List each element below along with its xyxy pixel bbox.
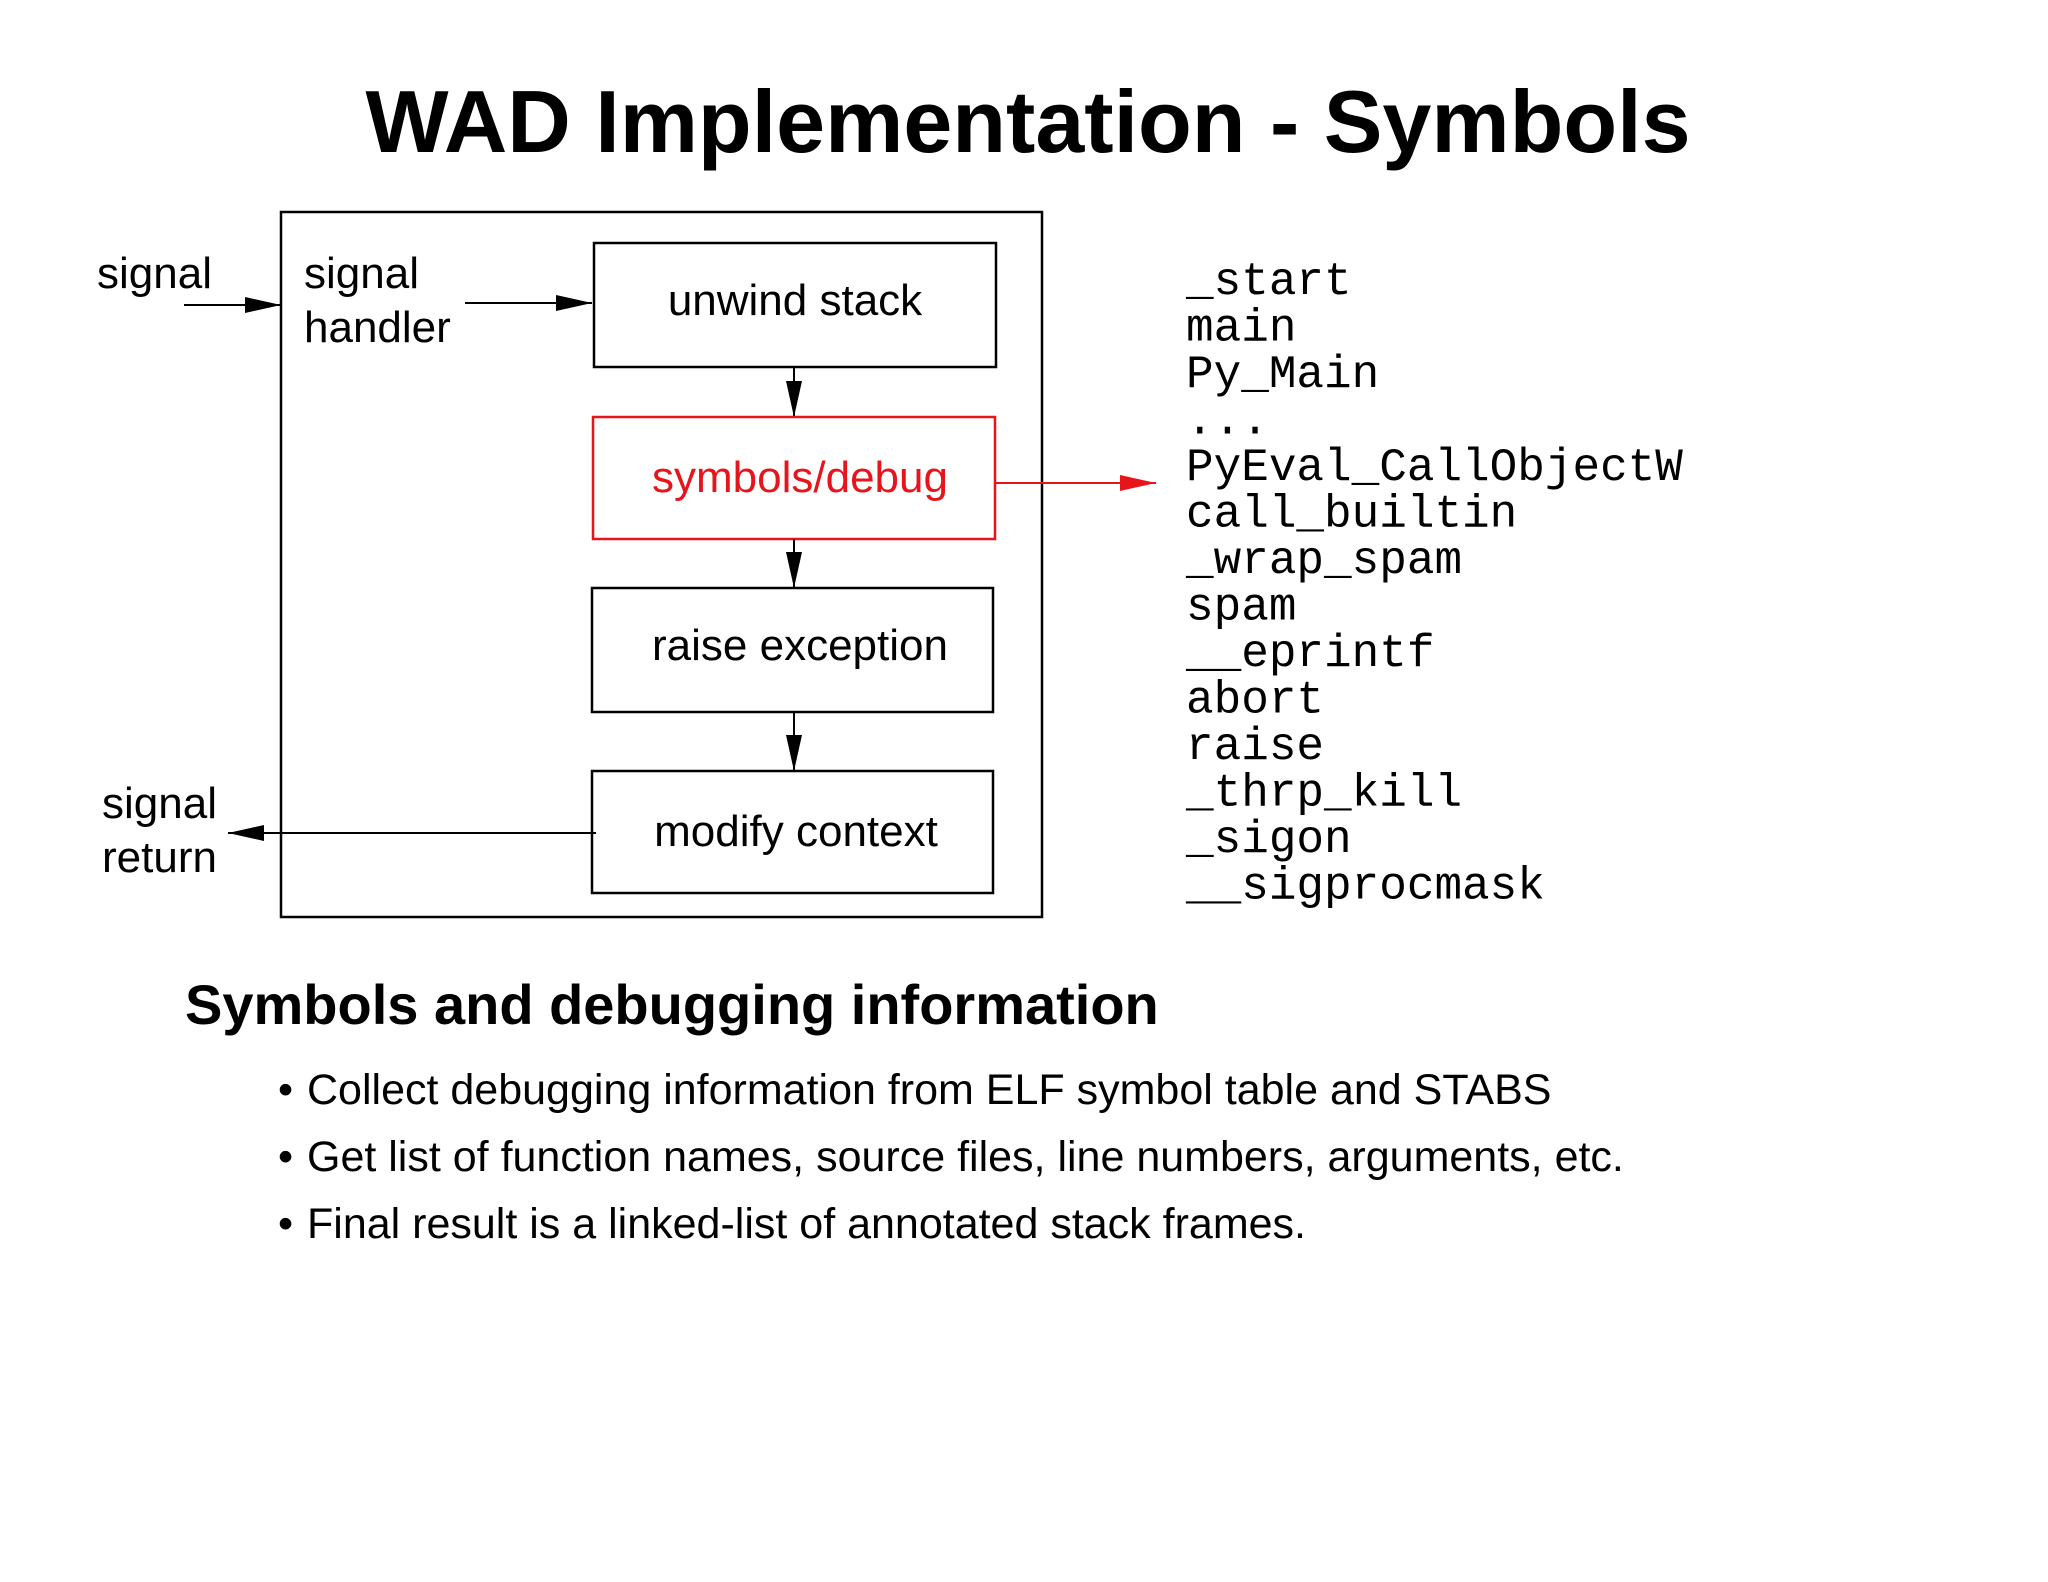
raise-exception-box	[590, 586, 995, 714]
signal-in-label: signal	[97, 249, 212, 298]
symbol-list-item: PyEval_CallObjectW	[1186, 442, 1683, 494]
symbol-list-item: __sigprocmask	[1185, 861, 1545, 913]
symbol-list-item: abort	[1186, 675, 1324, 727]
symbol-list-item: spam	[1186, 582, 1296, 634]
bullet-text: Final result is a linked-list of annotat…	[307, 1200, 1306, 1248]
signal-handler-label-2: handler	[304, 303, 451, 352]
symbol-list-item: Py_Main	[1186, 349, 1379, 401]
symbols-debug-label: symbols/debug	[652, 453, 948, 502]
symbol-list-item: _start	[1185, 256, 1352, 308]
symbol-list: _startmainPy_Main...PyEval_CallObjectWca…	[1185, 256, 1683, 913]
signal-return-label-2: return	[102, 833, 217, 882]
bullet-text: Get list of function names, source files…	[307, 1133, 1624, 1181]
symbol-list-item: main	[1186, 303, 1296, 355]
symbol-list-item: _sigon	[1185, 814, 1352, 866]
unwind-stack-label: unwind stack	[668, 276, 923, 325]
symbol-list-item: _wrap_spam	[1185, 535, 1462, 587]
signal-handler-label-1: signal	[304, 249, 419, 298]
slide-title: WAD Implementation - Symbols	[365, 72, 1691, 171]
symbol-list-item: raise	[1186, 721, 1324, 773]
signal-handler-container	[279, 210, 1044, 919]
raise-exception-label: raise exception	[652, 621, 948, 670]
modify-context-label: modify context	[654, 807, 938, 856]
symbol-list-item: _thrp_kill	[1185, 768, 1462, 820]
symbol-list-item: __eprintf	[1185, 628, 1434, 680]
signal-return-label-1: signal	[102, 779, 217, 828]
bullet-item: •Final result is a linked-list of annota…	[278, 1200, 1306, 1248]
bullet-item: •Get list of function names, source file…	[278, 1133, 1624, 1181]
symbol-list-item: ...	[1186, 396, 1269, 448]
section-heading: Symbols and debugging information	[185, 973, 1159, 1036]
symbol-list-item: call_builtin	[1186, 489, 1517, 541]
bullet-item: •Collect debugging information from ELF …	[278, 1066, 1552, 1114]
bullet-text: Collect debugging information from ELF s…	[307, 1066, 1552, 1114]
